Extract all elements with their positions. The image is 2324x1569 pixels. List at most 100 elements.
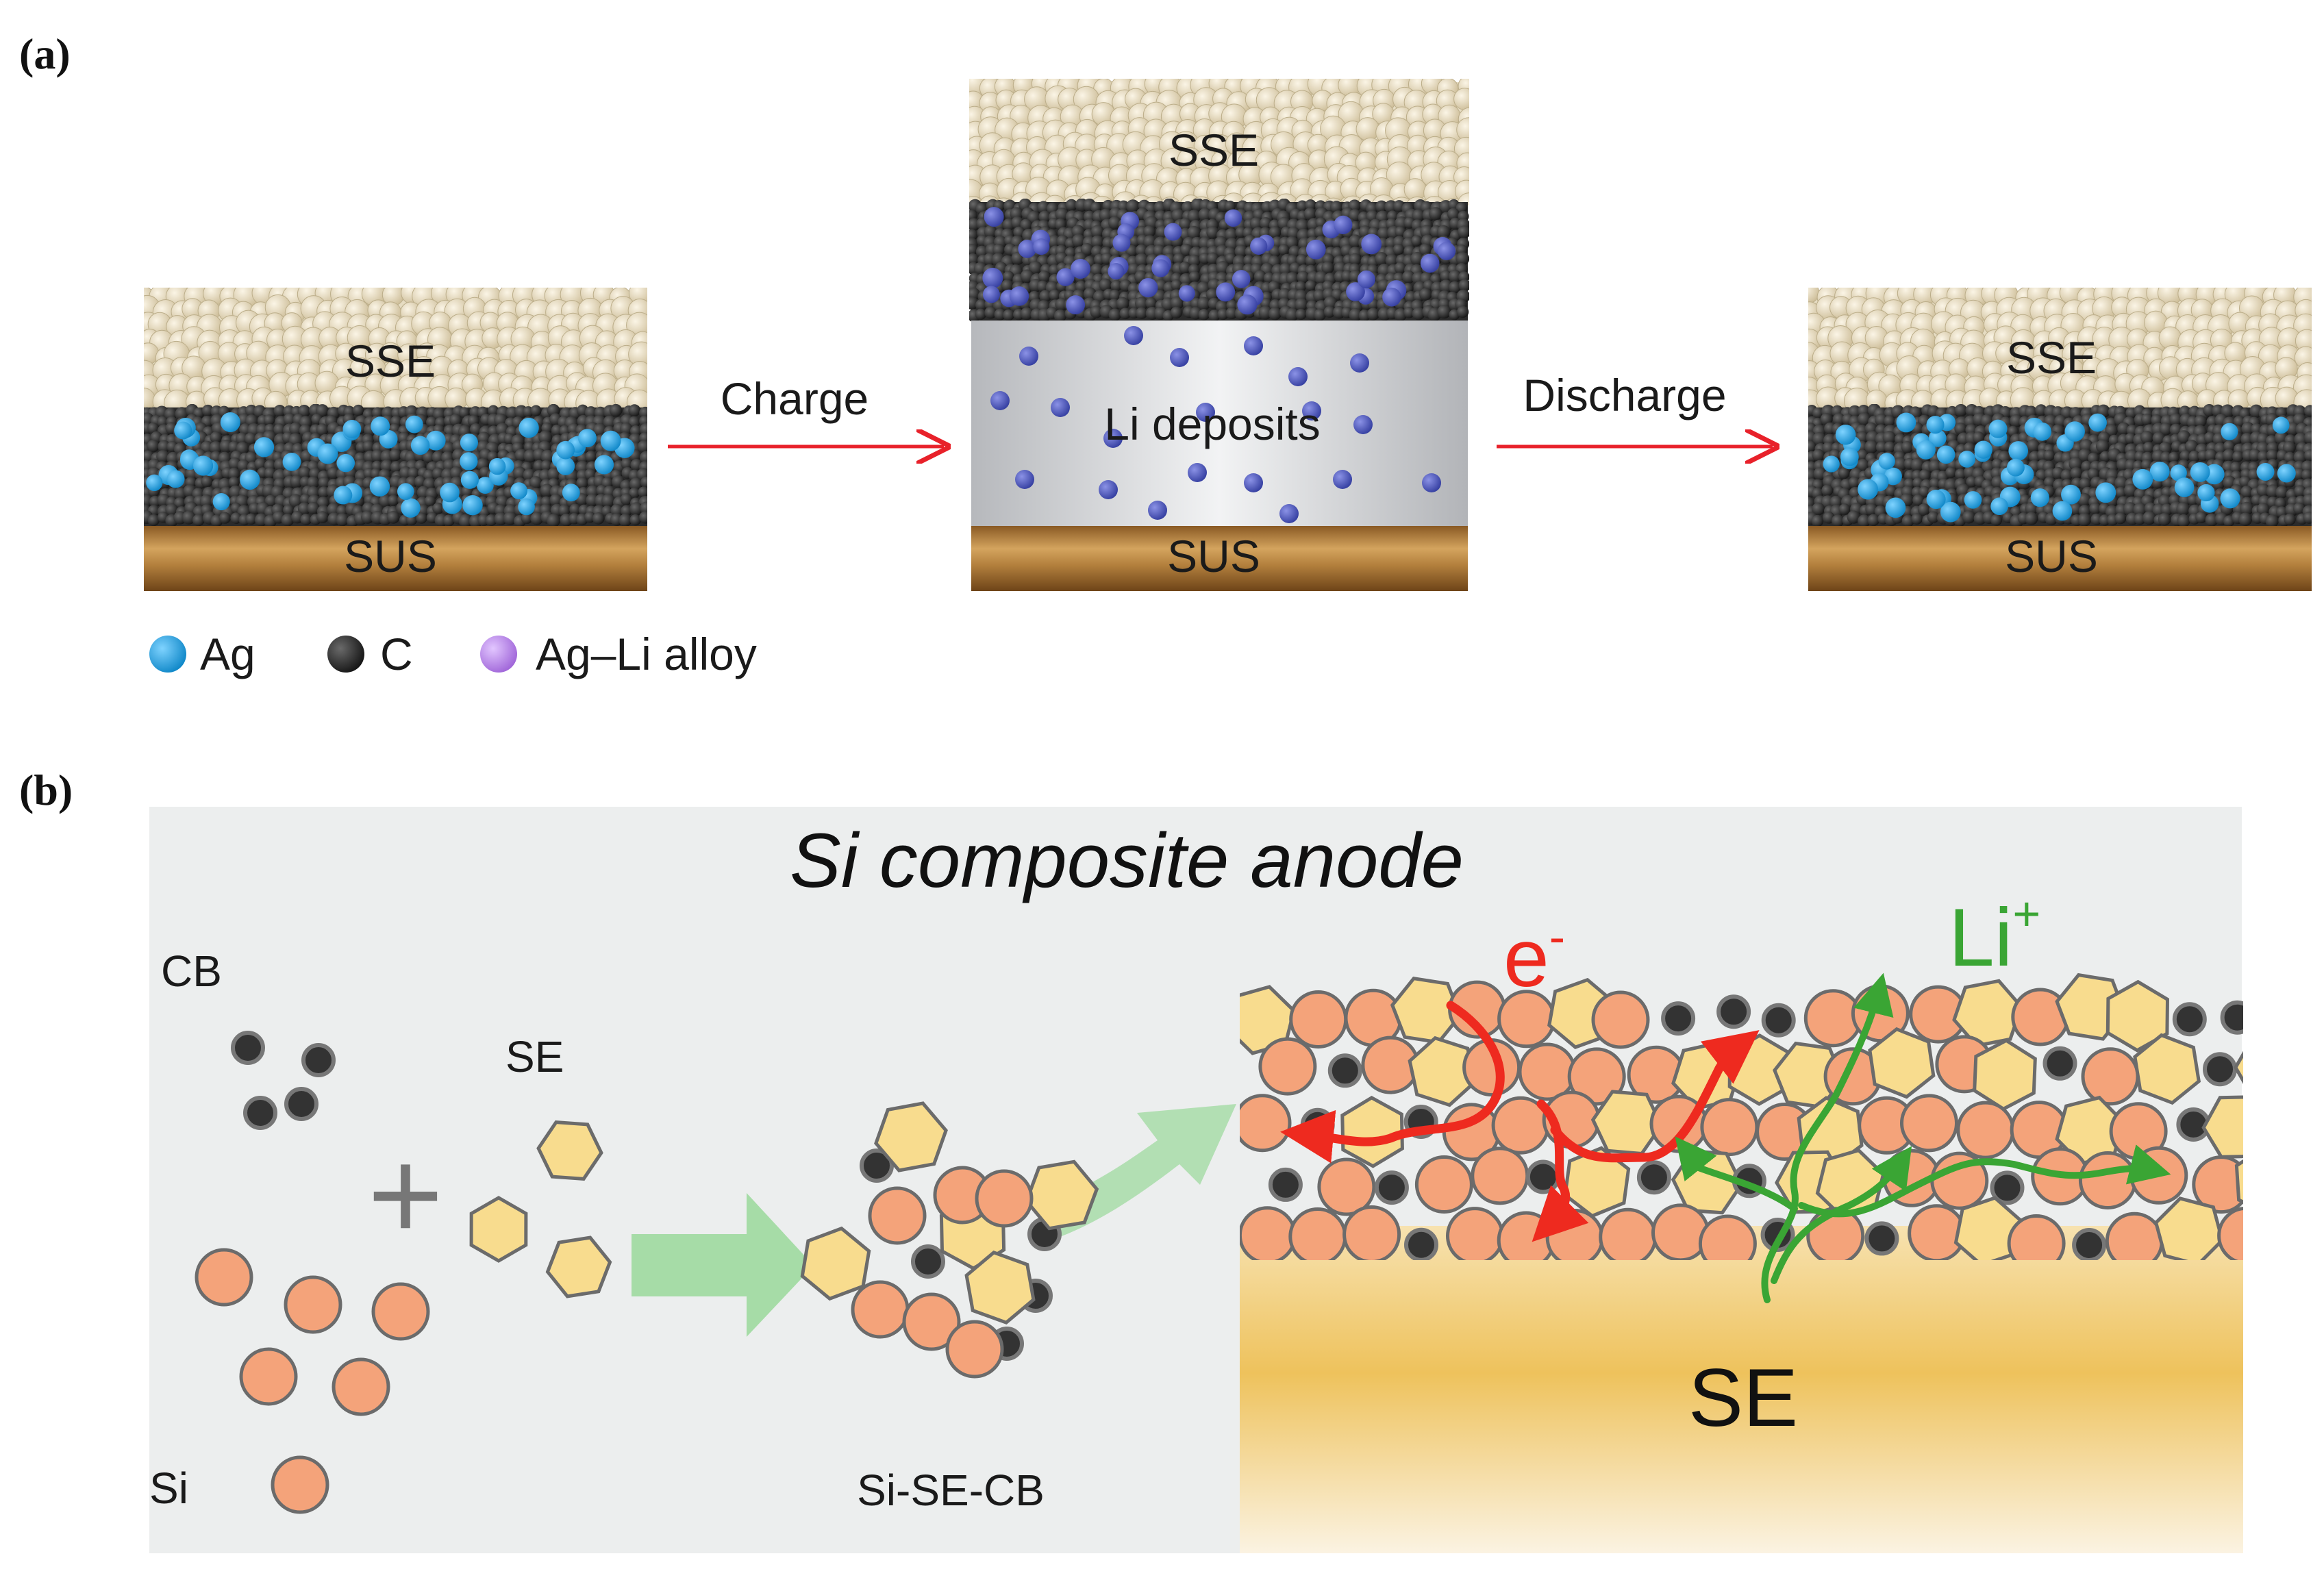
si-particle [1956,1101,2015,1159]
electron-label: e- [1503,910,1565,1004]
si-particle [1900,1094,1958,1153]
cb-particle [2220,1000,2243,1035]
se-particle [874,1101,948,1172]
legend-item-ag: Ag [149,629,255,679]
stack-discharged: SSE SUS [1808,288,2312,591]
si-label: Si [149,1464,188,1513]
li-particle [990,391,1010,410]
li-particle [1015,470,1034,489]
li-particle [1124,326,1143,345]
cb-particle [1636,1160,1671,1195]
se-particle [2153,1196,2225,1260]
stack-charged: SSE Li deposits SUS [969,79,1469,591]
legend-c-label: C [380,629,413,679]
si-particle [1698,1214,1757,1260]
se-ingredient-label: SE [505,1032,564,1081]
cb-particle [2042,1046,2077,1081]
si-particle [1414,1155,1473,1214]
se-substrate-label: SE [1688,1352,1798,1444]
si-particles [195,1248,430,1514]
li-particle [1279,504,1299,523]
si-particle [945,1320,1004,1379]
li-particle [1244,336,1263,355]
sus-label: SUS [2005,531,2098,581]
sus-label: SUS [344,531,437,581]
cb-particle [860,1148,894,1183]
si-particle [1471,1146,1529,1205]
si-particle [2217,1207,2243,1260]
cb-particle [2172,1002,2207,1037]
si-particle [1342,1205,1401,1260]
composite-layer [1240,972,2243,1260]
se-particle [2234,1051,2243,1084]
legend-alloy-label: Ag–Li alloy [536,629,757,679]
ion-paths [1675,972,2171,1303]
si-particle [1591,990,1650,1049]
li-particle [1103,429,1123,448]
legend-ag-label: Ag [200,629,255,679]
si-particle [1599,1207,1658,1260]
li-particle [1170,348,1189,367]
se-particle [536,1120,603,1181]
li-particle [1244,473,1263,492]
si-particle [2192,1155,2243,1214]
se-particle [964,1250,1036,1325]
cb-particles [231,1031,336,1130]
si-particle [1240,1094,1292,1153]
si-particle [1651,1203,1710,1260]
si-particle [902,1292,961,1351]
charge-label: Charge [721,373,869,424]
sus-layer [971,526,1468,591]
electron-paths [1280,1001,1760,1242]
se-particle [1024,1159,1099,1231]
cb-particle [911,1244,945,1279]
li-particle [1019,347,1038,366]
legend-item-c: C [327,629,413,679]
si-particle [975,1169,1034,1228]
sse-label: SSE [2006,332,2097,383]
li-deposits-label: Li deposits [1104,399,1321,449]
si-se-cb-cluster [800,1101,1099,1379]
si-particle [1288,1207,1347,1260]
se-particles [469,1120,612,1298]
cb-particle [2072,1228,2107,1260]
cb-particle [1327,1053,1362,1088]
li-particle [1051,398,1070,417]
si-particle [1700,1098,1759,1157]
sus-label: SUS [1167,531,1260,581]
panel-b-title: Si composite anode [790,818,1464,903]
li-particle [1099,480,1118,499]
si-particle [1567,1047,1626,1106]
si-particle [2081,1047,2140,1106]
cluster-label: Si-SE-CB [857,1466,1045,1515]
se-particle [1408,1035,1477,1107]
si-particle [2129,1146,2188,1205]
panel-b-label: (b) [19,766,73,814]
li-particle [1333,470,1352,489]
si-particle [2078,1151,2137,1209]
panel-a-label: (a) [19,29,71,78]
li-particle [1350,353,1369,373]
cb-particle [1268,1167,1303,1202]
cb-label: CB [161,946,222,996]
si-particle [1518,1042,1577,1101]
ion-label: Li+ [1949,887,2040,983]
se-particle [469,1196,528,1263]
li-deposit-layer [971,321,1468,526]
ag-marker [149,636,186,673]
li-particle [1288,367,1308,386]
li-particle [1148,501,1167,520]
cb-particle [1525,1159,1560,1194]
cb-particle [1716,994,1751,1029]
cb-particle [2203,1052,2237,1087]
li-particle [1353,415,1373,434]
se-particle [1868,1027,1936,1099]
mix-arrow [632,1193,814,1337]
se-particle [2133,1033,2201,1105]
si-particle [1240,1206,1297,1260]
se-particle [2106,979,2170,1053]
li-particle [1188,463,1207,482]
cb-particle [1404,1227,1438,1260]
si-particle [851,1280,910,1339]
